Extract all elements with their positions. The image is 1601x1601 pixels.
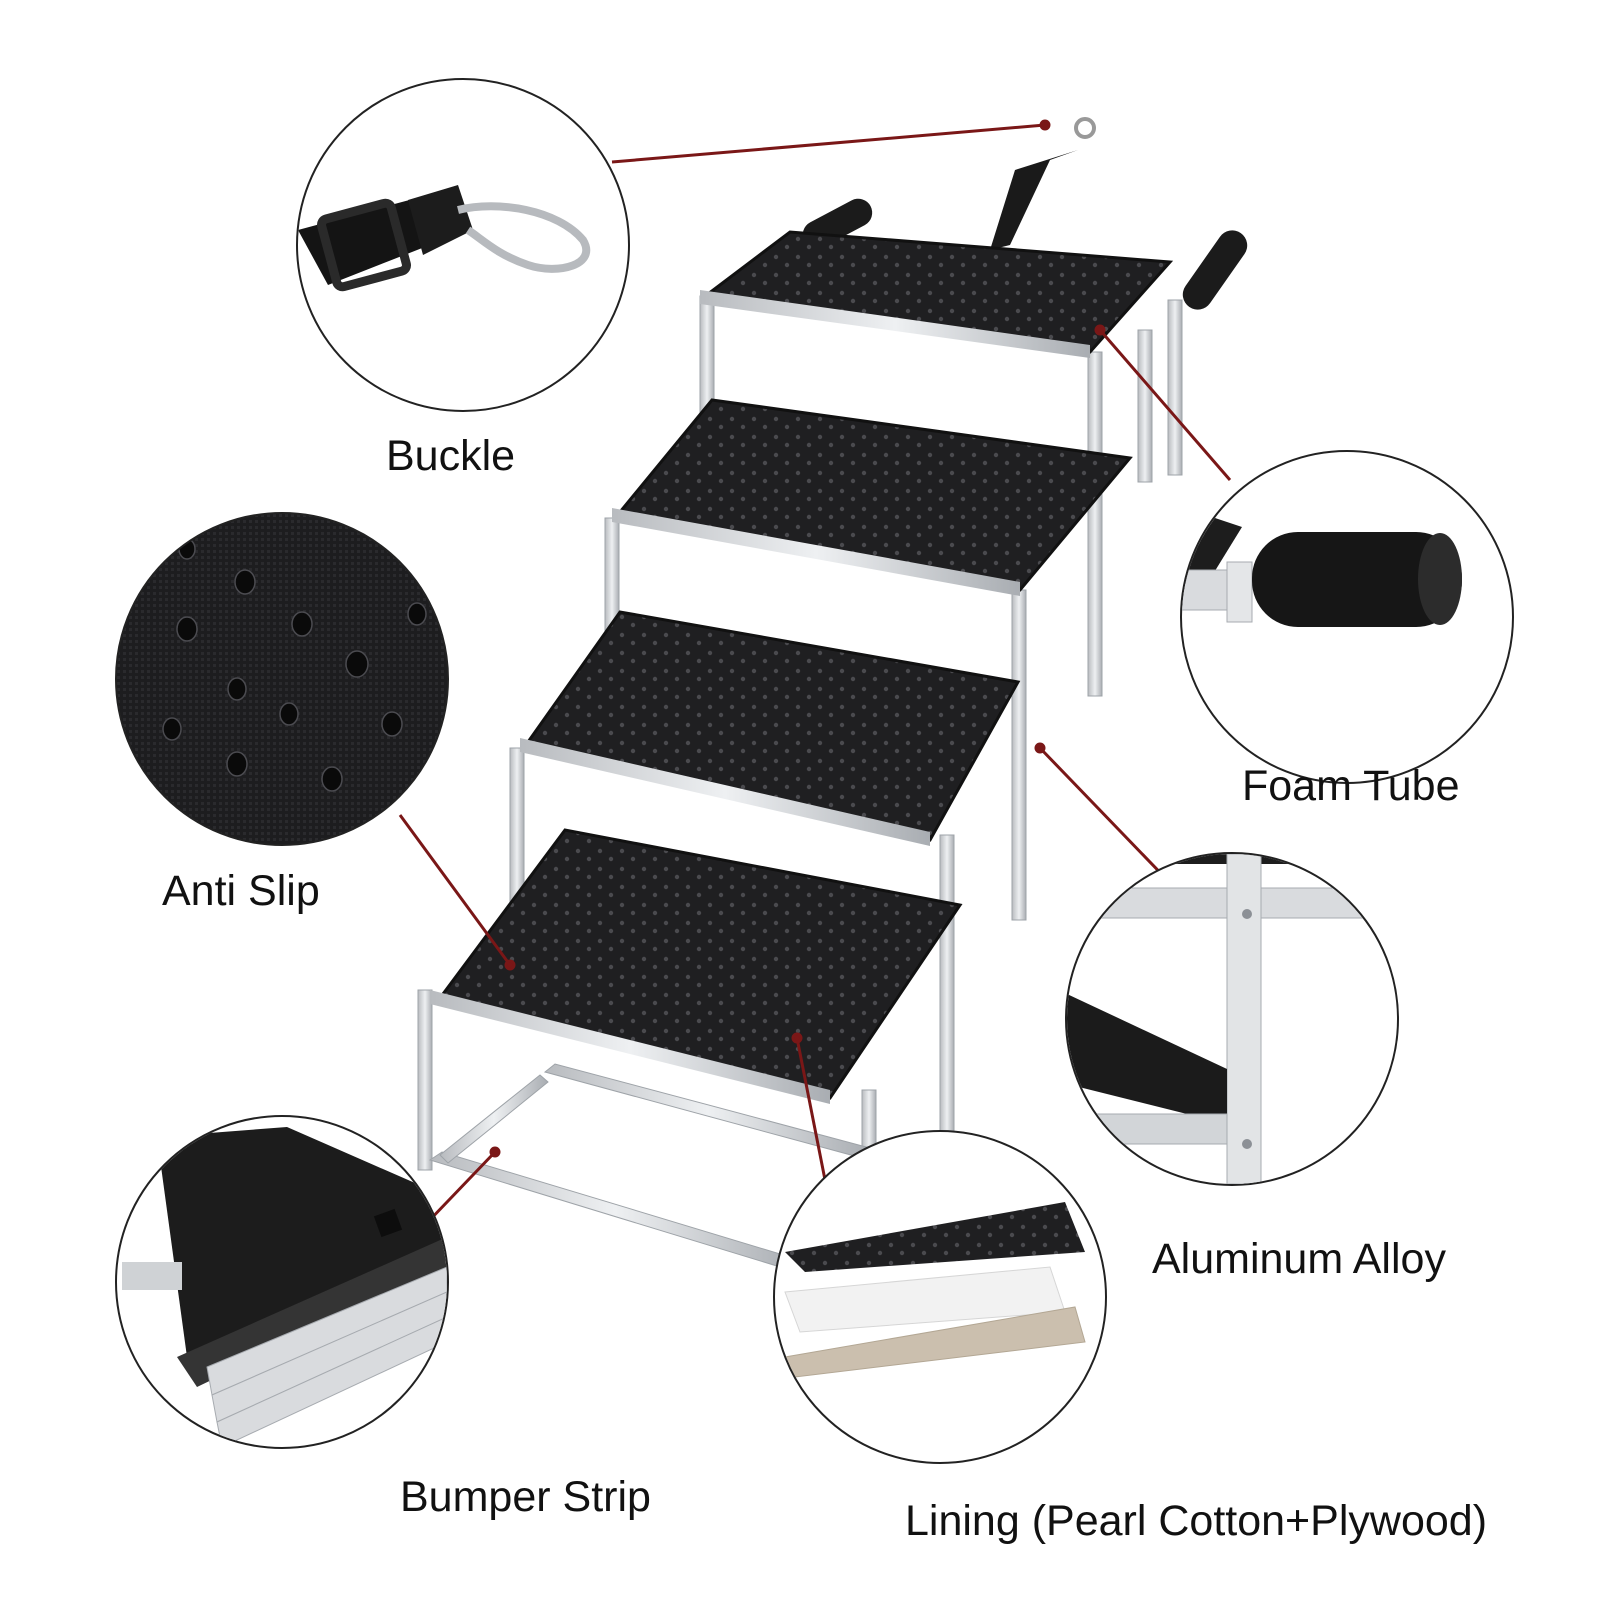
- step-2-front-rail: [612, 508, 1020, 596]
- step-3-front-rail: [520, 738, 930, 846]
- callout-line-foam-tube: [1098, 329, 1232, 481]
- buckle-carabiner-icon: [298, 185, 591, 292]
- buckle-label: Buckle: [386, 432, 516, 480]
- anti-slip-label: Anti Slip: [162, 867, 320, 915]
- callout-line-buckle: [611, 123, 1046, 164]
- aluminum-alloy-label: Aluminum Alloy: [1152, 1235, 1446, 1283]
- bumper-strip-label: Bumper Strip: [400, 1473, 651, 1521]
- callout-line-anti-slip: [398, 814, 512, 966]
- foam-handle-right: [1182, 230, 1248, 310]
- lining-label: Lining (Pearl Cotton+Plywood): [905, 1497, 1488, 1545]
- strap: [990, 150, 1078, 250]
- step-4-front-rail: [430, 990, 830, 1104]
- anti-slip-texture-icon: [117, 514, 447, 844]
- aluminum-alloy-detail-circle: [1065, 852, 1399, 1186]
- callout-line-lining: [795, 1037, 830, 1196]
- carabiner-ring: [1074, 117, 1096, 139]
- foam-tube-detail-circle: [1180, 450, 1514, 784]
- bumper-strip-detail-circle: [115, 1115, 449, 1449]
- anti-slip-detail-circle: [115, 512, 449, 846]
- base-frame: [428, 1063, 871, 1271]
- foam-tube-label: Foam Tube: [1242, 762, 1460, 810]
- step-1-front-rail: [700, 290, 1090, 358]
- lining-layers-icon: [784, 1202, 1086, 1378]
- foam-tube-icon: [1182, 507, 1462, 627]
- callout-line-bumper-strip: [423, 1150, 497, 1227]
- aluminum-frame-closeup-icon: [1067, 854, 1397, 1184]
- lining-detail-circle: [773, 1130, 1107, 1464]
- bumper-strip-folded-frame-icon: [122, 1127, 447, 1447]
- callout-line-aluminum-alloy: [1038, 746, 1177, 890]
- buckle-detail-circle: [296, 78, 630, 412]
- callout-lines: [398, 119, 1232, 1227]
